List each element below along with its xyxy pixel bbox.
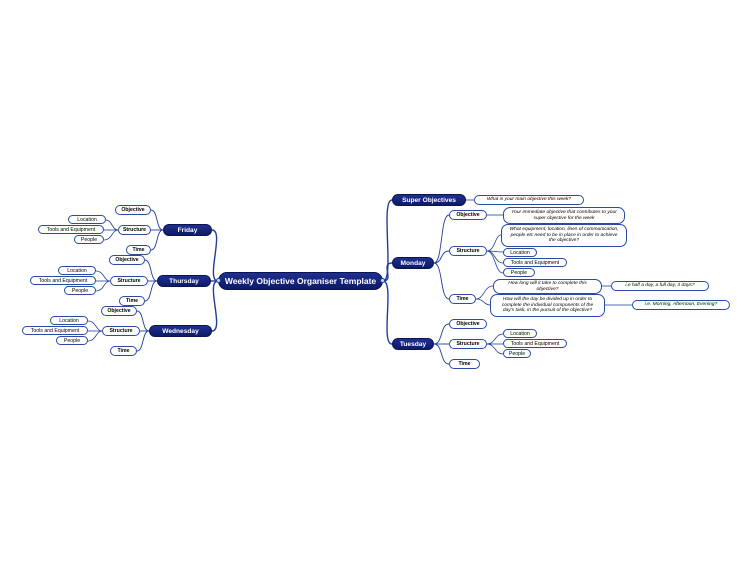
monday-time-note-duration[interactable]: How long will it take to complete this o… bbox=[493, 279, 602, 294]
thursday-objective[interactable]: Objective bbox=[109, 255, 145, 265]
link-center-friday bbox=[211, 229, 219, 282]
topic-monday[interactable]: Monday bbox=[392, 257, 434, 269]
tuesday-objective[interactable]: Objective bbox=[449, 319, 487, 329]
topic-super-objectives[interactable]: Super Objectives bbox=[392, 194, 466, 206]
super-objectives-note[interactable]: What is your main objective this week? bbox=[474, 195, 584, 205]
monday-location[interactable]: Location bbox=[503, 248, 537, 257]
monday-time-division-answer[interactable]: i.e. Morning, Afternoon, Evening? bbox=[632, 300, 730, 310]
link-center-monday bbox=[382, 262, 393, 282]
topic-friday[interactable]: Friday bbox=[163, 224, 212, 236]
wednesday-structure[interactable]: Structure bbox=[102, 326, 140, 336]
friday-people[interactable]: People bbox=[74, 235, 104, 244]
monday-people[interactable]: People bbox=[503, 268, 535, 277]
thursday-structure[interactable]: Structure bbox=[110, 276, 148, 286]
collapse-icon[interactable] bbox=[216, 278, 221, 283]
friday-time[interactable]: Time bbox=[126, 245, 151, 255]
link-center-tuesday bbox=[382, 280, 393, 345]
topic-wednesday[interactable]: Wednesday bbox=[149, 325, 212, 337]
friday-objective[interactable]: Objective bbox=[115, 205, 151, 215]
friday-structure[interactable]: Structure bbox=[118, 225, 151, 235]
tuesday-tools[interactable]: Tools and Equipment bbox=[503, 339, 567, 348]
link-center-super-objectives bbox=[382, 199, 393, 282]
monday-objective-note[interactable]: Your immediate objective that contribute… bbox=[503, 207, 625, 224]
topic-thursday[interactable]: Thursday bbox=[157, 275, 211, 287]
monday-time[interactable]: Time bbox=[449, 294, 476, 304]
thursday-tools[interactable]: Tools and Equipment bbox=[30, 276, 96, 285]
monday-structure-note[interactable]: What equipment, location, lines of commu… bbox=[501, 224, 627, 247]
wednesday-objective[interactable]: Objective bbox=[101, 306, 137, 316]
tuesday-structure[interactable]: Structure bbox=[449, 339, 487, 349]
monday-tools[interactable]: Tools and Equipment bbox=[503, 258, 567, 267]
wednesday-people[interactable]: People bbox=[56, 336, 88, 345]
collapse-icon[interactable] bbox=[380, 278, 385, 283]
link-center-wednesday bbox=[211, 280, 219, 332]
tuesday-people[interactable]: People bbox=[503, 349, 531, 358]
friday-location[interactable]: Location bbox=[68, 215, 106, 224]
monday-objective[interactable]: Objective bbox=[449, 210, 487, 220]
topic-tuesday[interactable]: Tuesday bbox=[392, 338, 434, 350]
monday-structure[interactable]: Structure bbox=[449, 246, 487, 256]
thursday-location[interactable]: Location bbox=[58, 266, 96, 275]
thursday-people[interactable]: People bbox=[64, 286, 96, 295]
tuesday-time[interactable]: Time bbox=[449, 359, 480, 369]
friday-tools[interactable]: Tools and Equipment bbox=[38, 225, 104, 234]
wednesday-tools[interactable]: Tools and Equipment bbox=[22, 326, 88, 335]
central-topic[interactable]: Weekly Objective Organiser Template bbox=[218, 272, 383, 290]
tuesday-location[interactable]: Location bbox=[503, 329, 537, 338]
monday-time-duration-answer[interactable]: i.e half a day, a full day, 3 days? bbox=[611, 281, 709, 291]
wednesday-location[interactable]: Location bbox=[50, 316, 88, 325]
monday-time-note-division[interactable]: How will the day be divided up in order … bbox=[490, 294, 605, 317]
thursday-time[interactable]: Time bbox=[119, 296, 145, 306]
wednesday-time[interactable]: Time bbox=[110, 346, 137, 356]
